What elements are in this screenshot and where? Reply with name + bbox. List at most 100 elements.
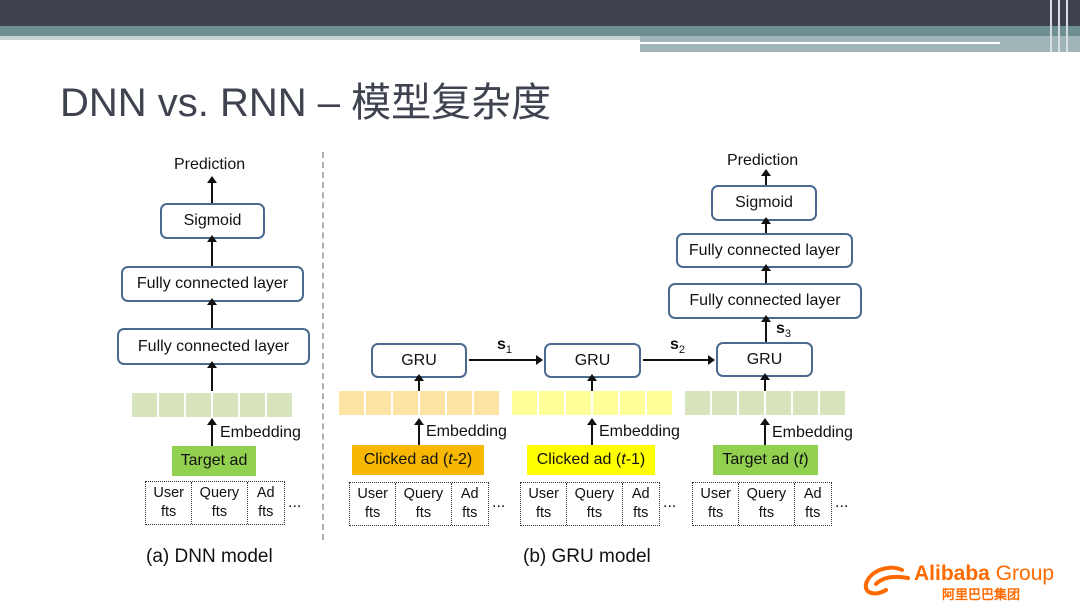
dnn-embedding-vector xyxy=(132,393,292,417)
step-ad-suffix: ) xyxy=(803,451,809,468)
feature-text: Ad xyxy=(803,486,822,502)
gru-embedding-vector-1 xyxy=(339,391,499,415)
feature-text: fts xyxy=(758,505,775,521)
gru-state-arrow xyxy=(643,355,715,365)
embedding-cell xyxy=(620,391,645,415)
feature-user: User fts xyxy=(146,482,193,524)
gru-step-ad-2: Clicked ad (t-1) xyxy=(527,445,655,475)
embedding-cell xyxy=(447,391,472,415)
gru-state-s3-index: 3 xyxy=(784,328,792,341)
feature-user: User fts xyxy=(693,483,740,525)
gru-arrow xyxy=(761,315,771,342)
dnn-arrow xyxy=(207,361,217,391)
gru-cell-3: GRU xyxy=(716,342,813,377)
feature-text: Query xyxy=(199,485,240,501)
dnn-fc-box-top: Fully connected layer xyxy=(121,266,304,302)
feature-text: fts xyxy=(161,504,177,520)
gru-fc-box-top: Fully connected layer xyxy=(676,233,853,268)
feature-text: Query xyxy=(746,486,787,502)
gru-fc-label: Fully connected layer xyxy=(688,241,841,259)
alibaba-group-logo: Alibaba Group 阿里巴巴集团 xyxy=(862,562,1072,602)
embedding-cell xyxy=(474,391,499,415)
logo-name: Alibaba xyxy=(914,562,990,585)
gru-embedding-label: Embedding xyxy=(599,423,680,440)
gru-embedding-vector-2 xyxy=(512,391,672,415)
feature-query: Query fts xyxy=(739,483,795,525)
feature-text: fts xyxy=(211,504,228,520)
feature-text: fts xyxy=(536,505,552,521)
embedding-cell xyxy=(186,393,211,417)
embedding-cell xyxy=(132,393,157,417)
gru-fc-label: Fully connected layer xyxy=(689,292,841,309)
dnn-fc-box-bottom: Fully connected layer xyxy=(117,328,310,365)
dnn-target-ad-label: Target ad xyxy=(180,452,248,469)
header-band-light xyxy=(0,36,640,40)
gru-ellipsis: ... xyxy=(663,494,677,511)
gru-cell-label: GRU xyxy=(574,351,611,369)
embedding-cell xyxy=(820,391,845,415)
embedding-cell xyxy=(566,391,591,415)
feature-query: Query fts xyxy=(192,482,248,524)
dnn-arrow xyxy=(207,235,217,266)
gru-arrow xyxy=(760,373,770,391)
gru-state-s1-index: 1 xyxy=(505,344,513,357)
gru-ellipsis: ... xyxy=(492,494,506,511)
gru-step-ad-1: Clicked ad (t-2) xyxy=(352,445,484,475)
gru-embedding-vector-3 xyxy=(685,391,845,415)
gru-cell-2: GRU xyxy=(544,343,641,378)
gru-arrow xyxy=(587,374,597,391)
header-stripe xyxy=(1066,0,1068,52)
alibaba-logo-icon xyxy=(863,565,910,596)
gru-cell-label: GRU xyxy=(746,350,783,368)
step-ad-prefix: Target ad ( xyxy=(722,451,799,468)
dnn-arrow xyxy=(207,176,217,203)
gru-step-ad-3: Target ad (t) xyxy=(713,445,818,475)
embedding-cell xyxy=(393,391,418,415)
logo-chinese: 阿里巴巴集团 xyxy=(942,587,1021,602)
gru-caption: (b) GRU model xyxy=(523,546,651,567)
step-ad-prefix: Clicked ad ( xyxy=(536,451,622,468)
dnn-fc-label: Fully connected layer xyxy=(136,275,289,292)
gru-embedding-label: Embedding xyxy=(426,423,507,440)
dnn-target-ad: Target ad xyxy=(172,446,256,476)
gru-arrow xyxy=(761,264,771,283)
header-band-line xyxy=(640,42,1000,44)
embedding-cell xyxy=(766,391,791,415)
gru-arrow xyxy=(761,217,771,233)
gru-sigmoid-box: Sigmoid xyxy=(711,185,817,221)
feature-text: User xyxy=(153,485,184,501)
feature-text: fts xyxy=(586,505,603,521)
divider xyxy=(322,152,324,540)
dnn-fc-label: Fully connected layer xyxy=(137,337,290,355)
step-ad-suffix: -2) xyxy=(452,451,473,468)
gru-arrow xyxy=(414,418,424,445)
feature-text: User xyxy=(700,486,731,502)
gru-ellipsis: ... xyxy=(835,494,849,511)
feature-text: fts xyxy=(462,505,478,521)
gru-state-arrow xyxy=(469,355,543,365)
embedding-cell xyxy=(539,391,564,415)
gru-prediction-label: Prediction xyxy=(727,152,799,169)
logo-wordmark: Alibaba Group xyxy=(914,562,1054,586)
dnn-sigmoid-box: Sigmoid xyxy=(160,203,265,239)
feature-text: fts xyxy=(365,505,381,521)
embedding-cell xyxy=(366,391,391,415)
feature-text: fts xyxy=(708,505,724,521)
dnn-arrow xyxy=(207,298,217,328)
feature-user: User fts xyxy=(350,483,397,525)
step-ad-suffix: -1) xyxy=(625,451,646,468)
gru-arrow xyxy=(761,169,771,185)
dnn-ellipsis: ... xyxy=(288,494,302,511)
feature-text: User xyxy=(357,486,388,502)
dnn-arrow xyxy=(207,418,217,446)
embedding-cell xyxy=(647,391,672,415)
